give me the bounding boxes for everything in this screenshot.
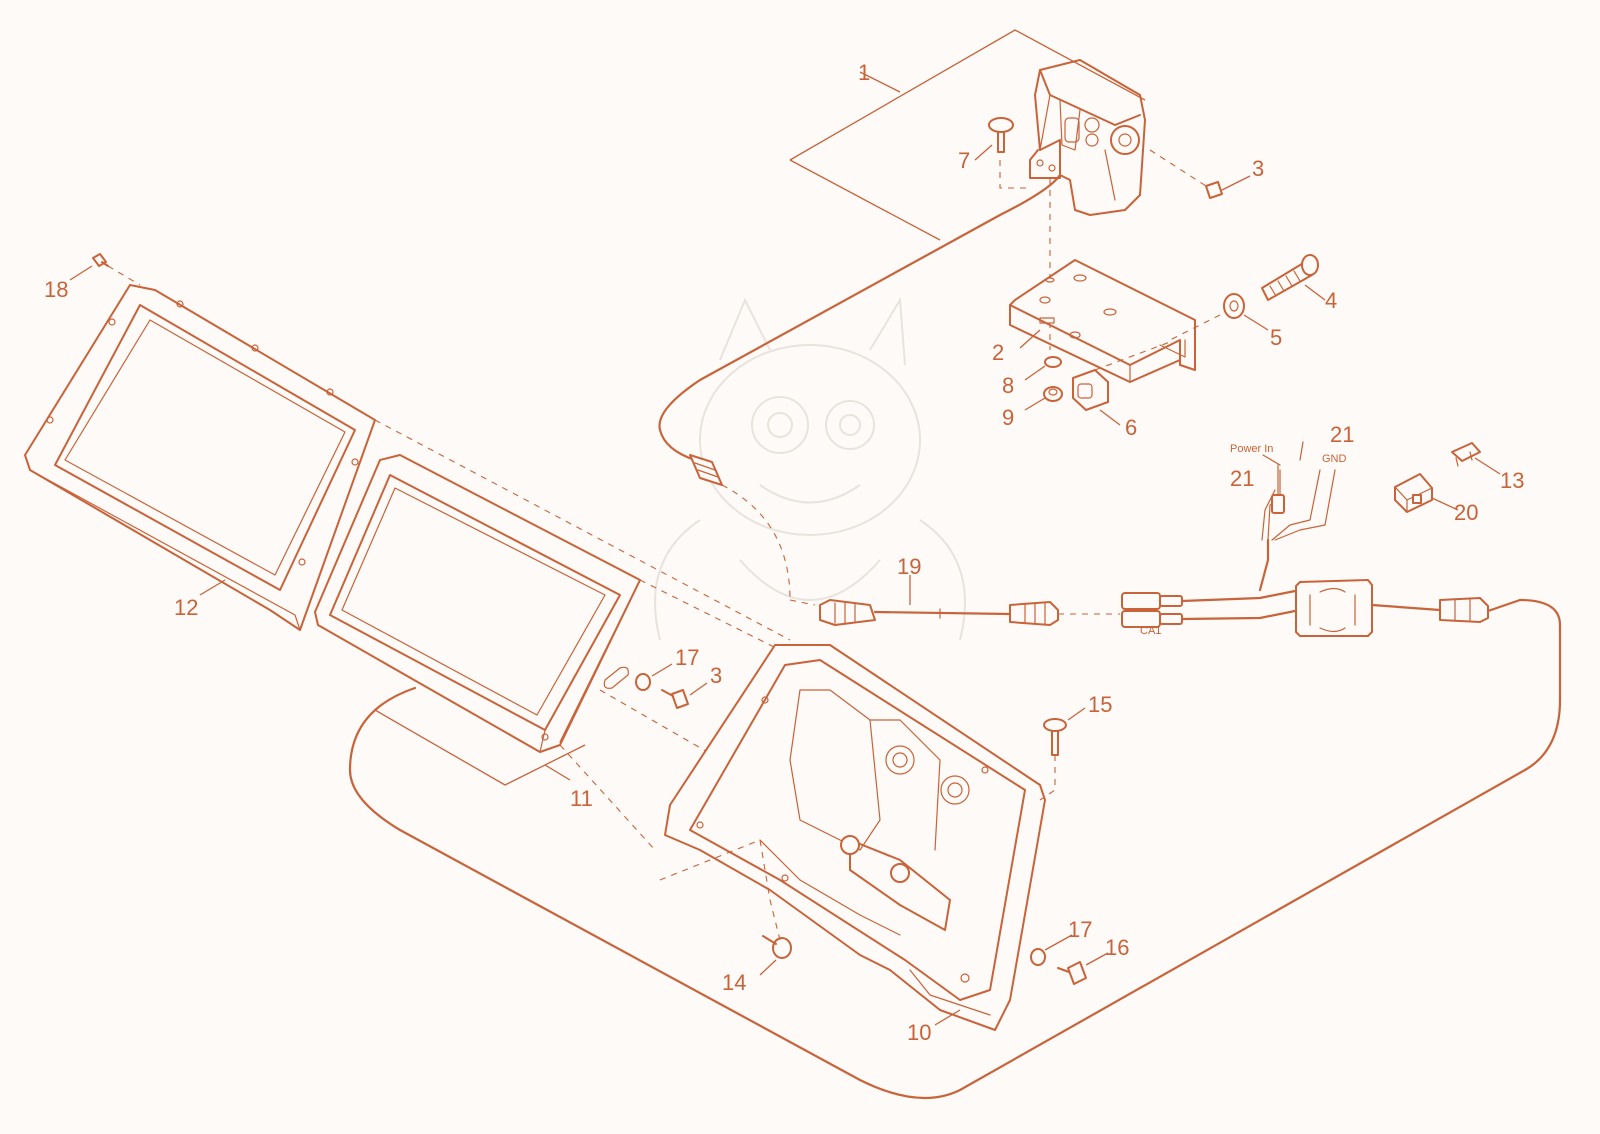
wire-label-power-in: Power In [1230, 443, 1273, 455]
callout-labels: 1 2 3 3 4 5 6 7 8 9 10 11 12 13 14 15 16… [44, 60, 1524, 1045]
callout-15: 15 [1088, 692, 1112, 717]
callout-5: 5 [1270, 325, 1282, 350]
callout-8: 8 [1002, 373, 1014, 398]
callout-14: 14 [722, 970, 746, 995]
camera-assembly [1029, 59, 1146, 216]
screw-part-18 [92, 253, 109, 267]
harness-ca1 [1121, 441, 1522, 637]
callout-17-upper: 17 [675, 645, 699, 670]
bolt-part-4 [1261, 254, 1319, 301]
clip-part [603, 666, 629, 689]
camera-cable [658, 173, 1062, 462]
screw-part-14 [762, 935, 792, 959]
washer-part-17-lower [1030, 948, 1046, 966]
callout-2: 2 [992, 340, 1004, 365]
callout-7: 7 [958, 148, 970, 173]
callout-10: 10 [907, 1020, 931, 1045]
screw-part-15 [1043, 718, 1067, 756]
watermark-mascot [654, 296, 966, 641]
wire-label-gnd: GND [1322, 453, 1347, 465]
washer-part-8 [1044, 356, 1062, 368]
cable-part-19 [819, 599, 1059, 626]
monitor-cable-loop [348, 598, 1562, 1100]
screw-part-16 [1057, 961, 1087, 985]
washer-part-5 [1223, 293, 1245, 319]
nut-part-9 [1043, 386, 1063, 402]
outer-frame-part-12 [24, 284, 376, 631]
mounting-bracket [1009, 259, 1196, 383]
callout-18: 18 [44, 277, 68, 302]
fuse-part-13 [1451, 442, 1481, 467]
callout-21-left: 21 [1230, 466, 1254, 491]
housing-part-10 [664, 644, 1046, 1031]
pin-part-7 [988, 117, 1014, 153]
callout-21-right: 21 [1330, 422, 1354, 447]
screw-part-3-upper [1205, 181, 1223, 199]
monitor-part-11 [314, 454, 641, 753]
callout-1: 1 [858, 60, 870, 85]
connector-part-20 [1394, 473, 1433, 513]
callout-9: 9 [1002, 405, 1014, 430]
callout-12: 12 [174, 595, 198, 620]
callout-3-upper: 3 [1252, 156, 1264, 181]
camera-cable-connector [689, 454, 723, 486]
callout-4: 4 [1325, 288, 1337, 313]
washer-part-17-upper [635, 673, 651, 691]
callout-20: 20 [1454, 500, 1478, 525]
clamp-block-part-6 [1072, 369, 1109, 411]
callout-19: 19 [897, 554, 921, 579]
callout-13: 13 [1500, 468, 1524, 493]
callout-6: 6 [1125, 415, 1137, 440]
callout-16: 16 [1105, 935, 1129, 960]
screw-part-3-lower [661, 689, 689, 709]
callout-11: 11 [570, 786, 593, 811]
wire-label-ca1: CA1 [1140, 625, 1161, 637]
callout-17-lower: 17 [1068, 917, 1092, 942]
callout-3-lower: 3 [710, 663, 722, 688]
